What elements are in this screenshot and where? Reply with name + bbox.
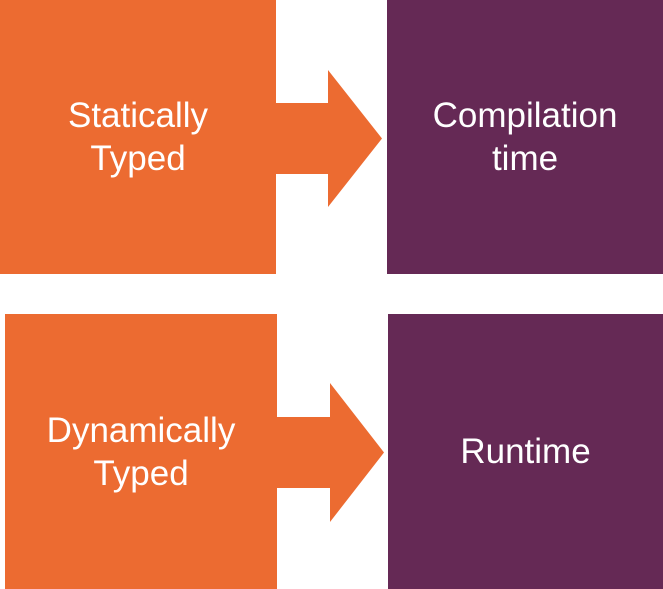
statically-typed-label: Statically Typed: [67, 96, 209, 178]
dynamically-typed-label: Dynamically Typed: [46, 410, 236, 493]
statically-typed-box: Statically Typed: [0, 0, 276, 274]
runtime-box: Runtime: [388, 314, 663, 589]
static-typing-row: Statically Typed Compilation time: [0, 0, 663, 276]
compilation-time-label: Compilation time: [432, 96, 618, 178]
arrow-right-icon: [276, 70, 382, 207]
runtime-label: Runtime: [460, 432, 591, 471]
arrow-right-icon: [277, 383, 384, 522]
dynamic-typing-row: Dynamically Typed Runtime: [0, 314, 663, 589]
compilation-time-box: Compilation time: [387, 0, 663, 274]
dynamically-typed-box: Dynamically Typed: [5, 314, 277, 589]
